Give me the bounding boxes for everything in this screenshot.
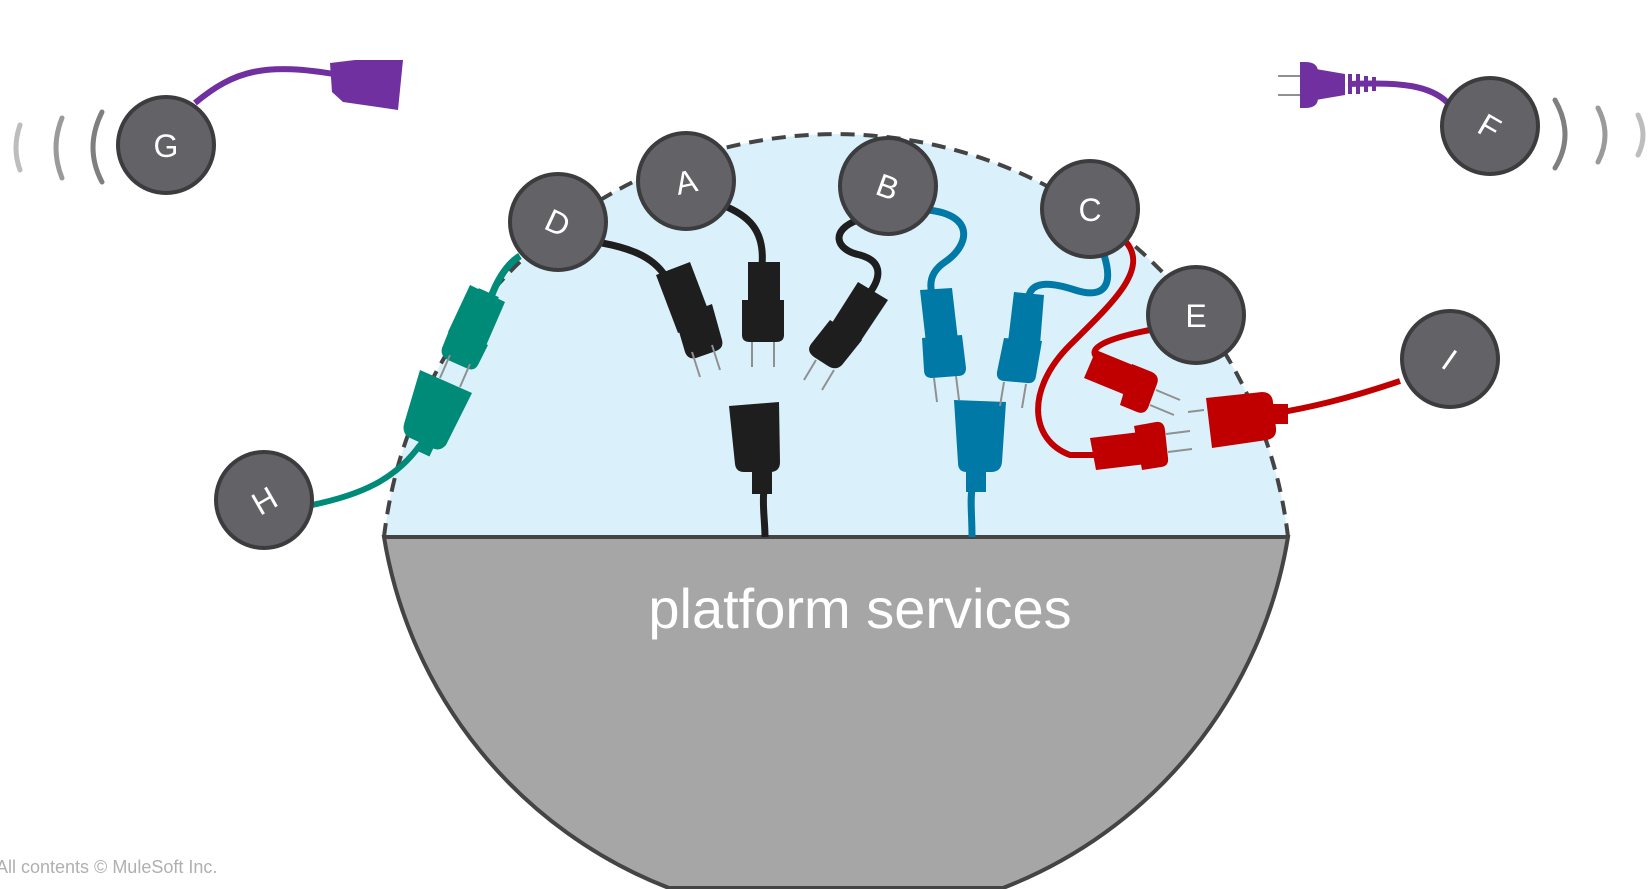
node-h: H [214,450,314,550]
green-cable [311,253,522,508]
red-cables [1035,240,1401,470]
node-g-label: G [154,128,179,164]
blue-socket [954,400,1006,538]
node-g: G [116,95,216,195]
node-b: B [838,136,938,236]
copyright-notice: All contents © MuleSoft Inc. [0,857,218,877]
black-cables [601,201,888,391]
purple-cable-f [1278,62,1451,108]
signal-arcs-g [13,109,105,185]
blue-cables [920,206,1112,409]
node-a: A [636,131,736,231]
node-i: I [1400,309,1500,409]
node-f: F [1440,76,1540,176]
node-e: E [1146,265,1246,365]
node-c: C [1040,159,1140,259]
signal-arcs-f [1552,97,1646,171]
node-d: D [508,172,608,272]
purple-cable-g [193,60,403,110]
node-e-label: E [1185,298,1206,334]
black-socket [729,402,780,538]
platform-base [381,535,1291,889]
platform-label: platform services [648,577,1071,640]
node-c-label: C [1078,192,1101,228]
